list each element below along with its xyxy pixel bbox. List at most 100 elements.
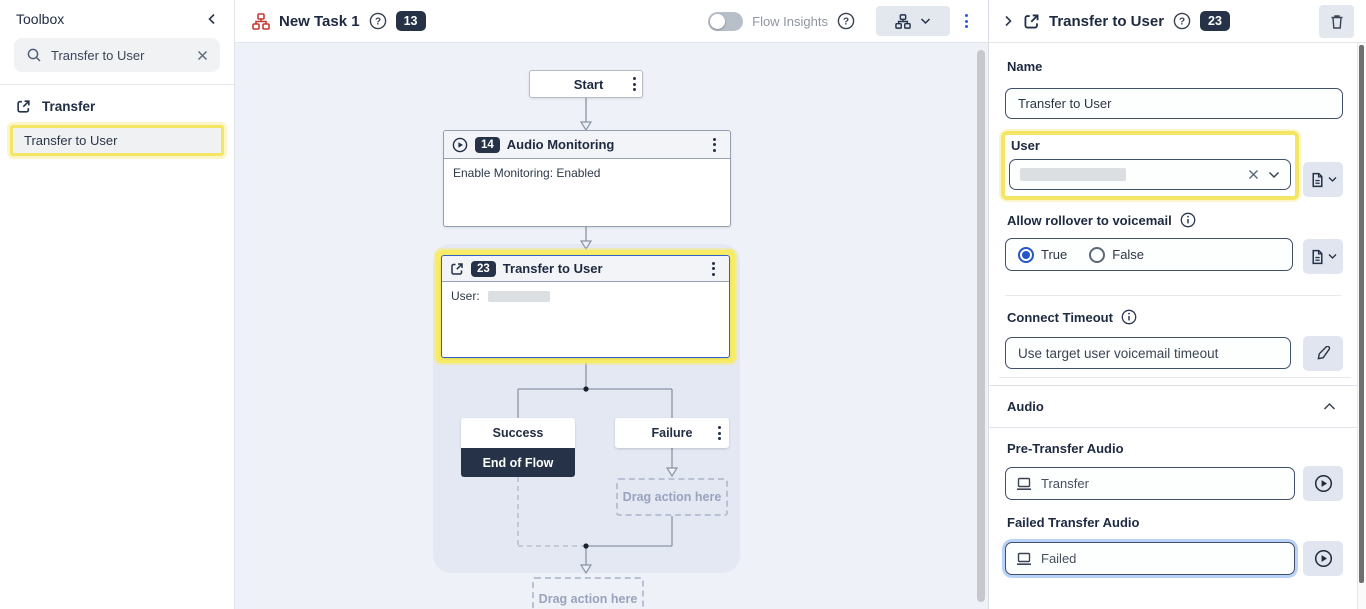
trash-icon: [1329, 13, 1345, 30]
play-failed-transfer-audio-button[interactable]: [1303, 541, 1343, 576]
help-icon: ?: [1173, 12, 1191, 30]
external-link-icon: [16, 99, 31, 114]
play-circle-icon: [1314, 549, 1333, 568]
drop-target-after-merge[interactable]: Drag action here: [532, 577, 644, 609]
section-divider: [999, 377, 1351, 378]
end-of-flow-node[interactable]: End of Flow: [461, 448, 575, 477]
flow-insights-label: Flow Insights: [752, 13, 828, 29]
task-help-button[interactable]: ?: [369, 12, 387, 30]
computer-icon: [1016, 477, 1032, 491]
connect-timeout-input[interactable]: Use target user voicemail timeout: [1005, 337, 1291, 369]
clear-user-button[interactable]: [1248, 169, 1259, 180]
chevron-down-icon: [1328, 176, 1337, 183]
canvas-scrollbar[interactable]: [977, 50, 985, 602]
start-node[interactable]: Start: [529, 70, 643, 98]
flow-canvas[interactable]: Start 14 Audio Monitoring Enable Monitor…: [235, 43, 988, 609]
play-circle-icon: [452, 137, 468, 153]
flow-connectors: [517, 98, 679, 575]
audio-section-header[interactable]: Audio: [989, 385, 1358, 428]
toolbox-category-transfer[interactable]: Transfer: [0, 85, 234, 125]
failed-transfer-audio-value: Failed: [1041, 551, 1077, 566]
edit-timeout-button[interactable]: [1303, 336, 1343, 371]
transfer-to-user-node[interactable]: 23 Transfer to User User:: [441, 255, 730, 358]
scrollbar-thumb[interactable]: [1359, 45, 1364, 583]
drop-target-failure[interactable]: Drag action here: [616, 478, 728, 516]
drop-placeholder-label: Drag action here: [622, 490, 722, 504]
inspector-scrollbar[interactable]: [1357, 43, 1366, 609]
play-circle-icon: [1314, 474, 1333, 493]
chevron-up-icon: [1323, 402, 1336, 411]
failure-menu-button[interactable]: [712, 422, 727, 444]
chevron-down-icon: [920, 17, 931, 25]
start-node-menu-button[interactable]: [627, 73, 642, 95]
toolbox-item-label: Transfer to User: [24, 133, 118, 148]
user-combobox[interactable]: [1009, 159, 1291, 190]
pencil-icon: [1316, 346, 1331, 361]
task-title: New Task 1: [279, 12, 360, 30]
user-field-highlight: User: [1001, 131, 1299, 200]
transfer-node-body-label: User:: [451, 289, 480, 303]
inspector-title: Transfer to User: [1049, 12, 1165, 30]
toolbox-item-transfer-to-user[interactable]: Transfer to User: [10, 125, 224, 156]
chevron-down-icon: [1328, 253, 1337, 260]
audio-monitoring-node[interactable]: 14 Audio Monitoring Enable Monitoring: E…: [443, 130, 731, 227]
toolbox-title: Toolbox: [16, 11, 65, 27]
inspector-help-button[interactable]: ?: [1173, 12, 1191, 30]
flow-insights-help-button[interactable]: ?: [837, 12, 855, 30]
audio-node-badge: 14: [475, 136, 500, 153]
info-icon[interactable]: [1121, 309, 1137, 325]
inspector-header: Transfer to User ? 23: [989, 0, 1366, 43]
svg-text:?: ?: [843, 17, 849, 28]
toolbox-collapse-button[interactable]: [206, 13, 218, 25]
failure-branch[interactable]: Failure: [615, 418, 729, 448]
pre-transfer-audio-input[interactable]: Transfer: [1005, 467, 1295, 500]
canvas-more-options-button[interactable]: [959, 10, 974, 32]
delete-action-button[interactable]: [1319, 4, 1354, 38]
inspector-panel: Transfer to User ? 23 Name User: [988, 0, 1366, 609]
pre-transfer-audio-label: Pre-Transfer Audio: [1007, 441, 1124, 456]
info-icon[interactable]: [1180, 212, 1196, 228]
inspector-badge: 23: [1200, 11, 1230, 31]
inspector-collapse-button[interactable]: [1003, 15, 1014, 27]
audio-node-menu-button[interactable]: [707, 134, 722, 156]
start-node-label: Start: [573, 76, 604, 92]
transfer-node-menu-button[interactable]: [706, 258, 721, 280]
clear-search-button[interactable]: [197, 50, 208, 61]
user-expression-button[interactable]: [1303, 162, 1343, 197]
view-layout-dropdown[interactable]: [876, 6, 950, 36]
chevron-right-icon: [1003, 15, 1014, 27]
category-label: Transfer: [42, 99, 96, 114]
external-link-icon: [450, 262, 464, 276]
radio-true[interactable]: True: [1018, 246, 1067, 263]
close-icon: [197, 50, 208, 61]
document-icon: [1310, 172, 1325, 188]
flow-insights-toggle[interactable]: [708, 11, 744, 31]
redacted-user-value: [1020, 168, 1126, 181]
pre-transfer-audio-value: Transfer: [1041, 476, 1089, 491]
selected-node-highlight: 23 Transfer to User User:: [436, 250, 735, 363]
name-input[interactable]: [1005, 88, 1343, 119]
toolbox-sidebar: Toolbox Transfer: [0, 0, 235, 609]
connect-timeout-label-text: Connect Timeout: [1007, 309, 1113, 325]
chevron-left-icon: [206, 13, 218, 25]
failed-transfer-audio-label: Failed Transfer Audio: [1007, 515, 1140, 530]
radio-false-label: False: [1112, 247, 1145, 262]
radio-true-control[interactable]: [1018, 246, 1034, 263]
failed-transfer-audio-input[interactable]: Failed: [1005, 542, 1295, 575]
toolbox-search-input[interactable]: [51, 47, 188, 63]
rollover-expression-button[interactable]: [1303, 239, 1343, 274]
success-branch[interactable]: Success: [461, 418, 575, 448]
name-field-label: Name: [1007, 59, 1043, 74]
radio-false[interactable]: False: [1089, 246, 1145, 263]
audio-node-body: Enable Monitoring: Enabled: [453, 166, 601, 180]
audio-section-label: Audio: [1007, 399, 1044, 414]
close-icon: [1248, 169, 1259, 180]
task-flow-icon: [252, 12, 270, 30]
help-icon: ?: [369, 12, 387, 30]
play-pre-transfer-audio-button[interactable]: [1303, 466, 1343, 501]
radio-false-control[interactable]: [1089, 246, 1106, 263]
chevron-down-icon: [1268, 171, 1280, 179]
svg-text:?: ?: [375, 17, 381, 28]
drop-placeholder-label: Drag action here: [538, 592, 638, 606]
